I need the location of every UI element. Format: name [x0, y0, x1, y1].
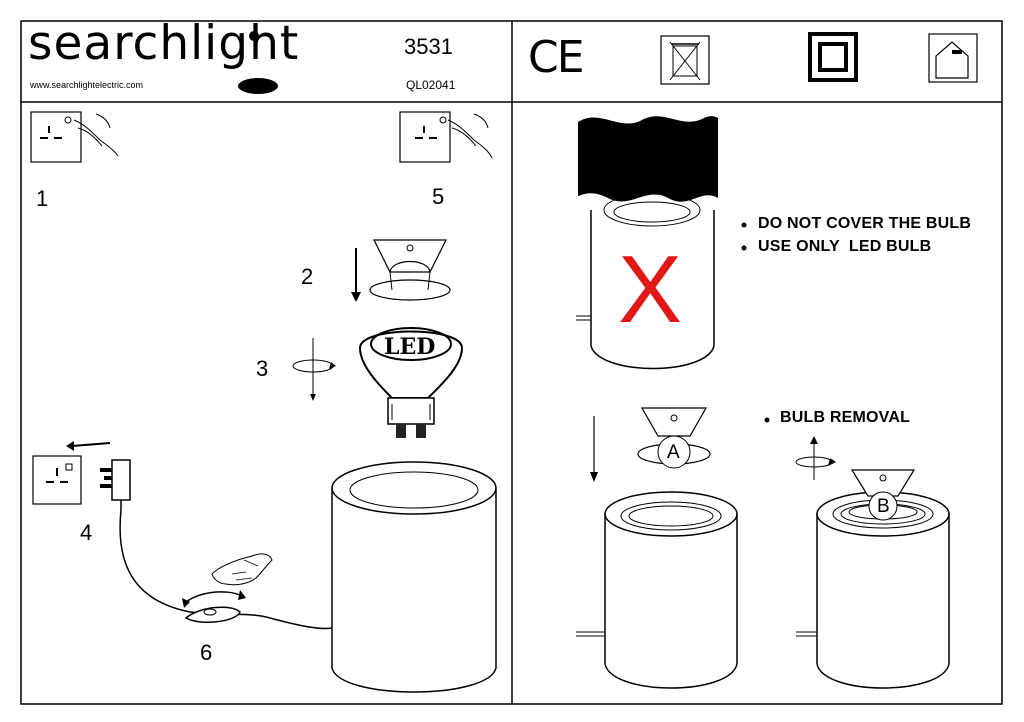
retaining-clip-illustration [369, 239, 451, 301]
unplug-arrow-icon [66, 441, 111, 451]
brand-logo: searchlight [28, 16, 300, 71]
ce-mark-icon: CE [528, 32, 585, 83]
step-5-label: 5 [432, 184, 445, 209]
warning-led-only: USE ONLY LED BULB [758, 238, 932, 255]
socket-switch-off-icon [30, 111, 119, 163]
rotate-arrow-b-icon [795, 436, 836, 480]
step-2-label: 2 [301, 264, 314, 289]
gu10-led-bulb-illustration [358, 327, 464, 438]
website-url: www.searchlightelectric.com [30, 80, 144, 90]
step-6-label: 6 [200, 640, 213, 665]
socket-switch-on-icon [399, 111, 493, 163]
step-2-arrow-icon [351, 248, 361, 302]
model-number: 3531 [404, 34, 453, 59]
plug-icon [100, 459, 131, 510]
product-code: QL02041 [406, 78, 456, 92]
bullet-icon [741, 222, 747, 228]
step-4-label: 4 [80, 520, 93, 545]
removal-arrow-icon [590, 416, 598, 482]
luminaire-b-illustration [796, 469, 950, 689]
bullet-icon [741, 245, 747, 251]
indoor-use-icon [928, 33, 978, 83]
cover-cloth-icon [578, 116, 718, 202]
rotate-arrow-icon [292, 338, 336, 401]
step-1-label: 1 [36, 186, 49, 211]
covered-luminaire-illustration [576, 193, 715, 370]
bullet-icon [764, 417, 770, 423]
wall-socket-icon [32, 455, 82, 505]
clip-a-illustration [637, 407, 711, 469]
clip-label-a: A [667, 442, 680, 463]
prohibited-x-mark: X [618, 236, 683, 343]
luminaire-a-illustration [576, 491, 738, 689]
class-two-insulation-icon [808, 32, 858, 82]
bulb-removal-title: BULB REMOVAL [780, 409, 911, 426]
switch-press-arrow-icon [182, 590, 246, 608]
luminaire-body-illustration [331, 461, 497, 693]
step-3-label: 3 [256, 356, 269, 381]
clip-label-b: B [877, 496, 890, 517]
inline-switch-icon [184, 606, 241, 624]
hand-icon [211, 553, 273, 586]
bulb-led-label: LED [384, 334, 436, 360]
weee-bin-icon [660, 35, 710, 85]
warning-do-not-cover: DO NOT COVER THE BULB [758, 215, 972, 232]
